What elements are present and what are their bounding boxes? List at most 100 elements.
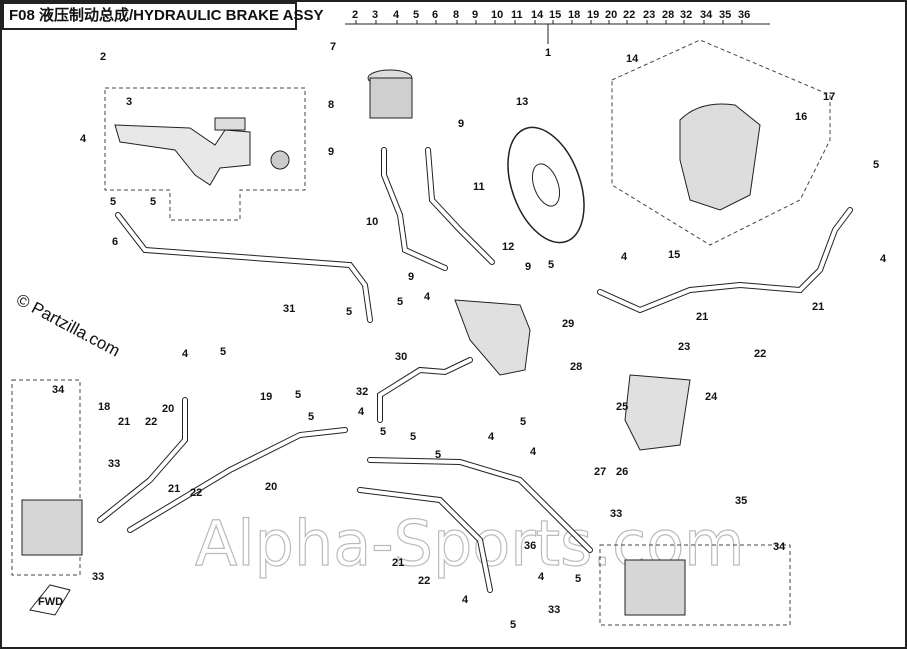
callout-label-c5h: 5 xyxy=(308,411,314,423)
callout-label-c30: 30 xyxy=(395,351,407,363)
top-ref-main-label: 1 xyxy=(545,47,551,59)
callout-label-c21b: 21 xyxy=(812,301,824,313)
top-ref-number: 20 xyxy=(605,9,617,21)
callout-label-c35: 35 xyxy=(735,495,747,507)
top-ref-number: 36 xyxy=(738,9,750,21)
brake-lever xyxy=(114,124,251,186)
callout-label-c21d: 21 xyxy=(168,483,180,495)
callout-label-c4e: 4 xyxy=(182,348,189,360)
callout-label-c2: 2 xyxy=(100,51,106,63)
callout-label-c31: 31 xyxy=(283,303,295,315)
top-ref-number: 22 xyxy=(623,9,635,21)
top-ref-number: 8 xyxy=(453,9,459,21)
callout-label-c26: 26 xyxy=(616,466,628,478)
callout-label-c4h: 4 xyxy=(538,571,545,583)
callout-label-c33d: 33 xyxy=(548,604,560,616)
callout-label-c12: 12 xyxy=(502,241,514,253)
top-ref-number: 14 xyxy=(531,9,544,21)
brake-line-6 xyxy=(115,212,373,323)
left-caliper-group-outline xyxy=(11,379,81,576)
callout-label-c34a: 34 xyxy=(52,384,65,396)
callout-label-c29: 29 xyxy=(562,318,574,330)
callout-label-c7: 7 xyxy=(330,41,336,53)
master-cylinder-group-outline xyxy=(104,87,306,221)
callout-label-c18: 18 xyxy=(98,401,110,413)
callout-label-c5c: 5 xyxy=(873,159,879,171)
callout-label-c21c: 21 xyxy=(118,416,130,428)
top-ref-number: 15 xyxy=(549,9,561,21)
callout-label-c33a: 33 xyxy=(108,458,120,470)
brake-pedal-bracket xyxy=(624,374,691,451)
brake-disc-hub xyxy=(531,163,561,207)
callout-label-c5e: 5 xyxy=(397,296,403,308)
callout-label-c6: 6 xyxy=(112,236,118,248)
callout-label-c20a: 20 xyxy=(162,403,174,415)
callout-label-c4b: 4 xyxy=(880,253,887,265)
callout-label-c4c: 4 xyxy=(424,291,431,303)
callout-label-c4a: 4 xyxy=(80,133,87,145)
callout-label-c5g: 5 xyxy=(295,389,301,401)
reservoir-cap-small xyxy=(214,117,246,131)
callout-label-c34b: 34 xyxy=(773,541,786,553)
top-ref-number: 32 xyxy=(680,9,692,21)
callout-label-c5k: 5 xyxy=(510,619,516,631)
right-front-caliper xyxy=(624,559,686,616)
callout-label-c4j: 4 xyxy=(488,431,495,443)
top-ref-number: 6 xyxy=(432,9,438,21)
callout-label-c9c: 9 xyxy=(408,271,414,283)
brake-distributor xyxy=(454,299,531,376)
callout-label-c8: 8 xyxy=(328,99,334,111)
top-ref-number: 35 xyxy=(719,9,731,21)
callout-label-c9b: 9 xyxy=(458,118,464,130)
callout-label-c33b: 33 xyxy=(610,508,622,520)
clamp-part xyxy=(270,150,290,170)
callout-label-c32: 32 xyxy=(356,386,368,398)
callout-label-c22c: 22 xyxy=(190,487,202,499)
top-ref-number: 28 xyxy=(662,9,674,21)
top-ref-number: 19 xyxy=(587,9,599,21)
rear-caliper-group-outline xyxy=(611,39,831,246)
callout-label-c33c: 33 xyxy=(92,571,104,583)
callout-label-c5l: 5 xyxy=(410,431,416,443)
left-front-caliper xyxy=(21,499,83,556)
callout-label-c9a: 9 xyxy=(328,146,334,158)
callout-label-c5o: 5 xyxy=(435,449,441,461)
callout-label-c13: 13 xyxy=(516,96,528,108)
top-ref-number: 34 xyxy=(700,9,713,21)
callout-label-c21e: 21 xyxy=(392,557,404,569)
callout-label-c5n: 5 xyxy=(548,259,554,271)
right-caliper-group-outline xyxy=(599,544,791,626)
callout-label-c17: 17 xyxy=(823,91,835,103)
rear-brake-caliper xyxy=(679,103,761,211)
brake-fluid-reservoir xyxy=(369,77,413,119)
reservoir-hose-10 xyxy=(381,147,448,271)
top-ref-number: 5 xyxy=(413,9,419,21)
callout-label-c4f: 4 xyxy=(358,406,365,418)
callout-label-c9d: 9 xyxy=(525,261,531,273)
top-ref-number: 10 xyxy=(491,9,503,21)
top-ref-number: 18 xyxy=(568,9,580,21)
callout-label-c23: 23 xyxy=(678,341,690,353)
brake-disc xyxy=(507,126,585,244)
top-ref-number: 3 xyxy=(372,9,378,21)
callout-label-c16: 16 xyxy=(795,111,807,123)
callout-label-c25: 25 xyxy=(616,401,628,413)
top-ref-number: 11 xyxy=(511,9,523,21)
top-ref-number: 4 xyxy=(393,9,400,21)
callout-label-c22a: 22 xyxy=(754,348,766,360)
callout-label-c11: 11 xyxy=(473,181,485,193)
callout-label-c4g: 4 xyxy=(530,446,537,458)
callout-label-c19: 19 xyxy=(260,391,272,403)
diagram-title: F08 液压制动总成/HYDRAULIC BRAKE ASSY xyxy=(2,2,323,30)
callout-label-c36: 36 xyxy=(524,540,536,552)
callout-label-c15: 15 xyxy=(668,249,680,261)
top-ref-number: 2 xyxy=(352,9,358,21)
callout-label-c10: 10 xyxy=(366,216,378,228)
callout-label-c5d: 5 xyxy=(346,306,352,318)
callout-label-c4d: 4 xyxy=(621,251,628,263)
